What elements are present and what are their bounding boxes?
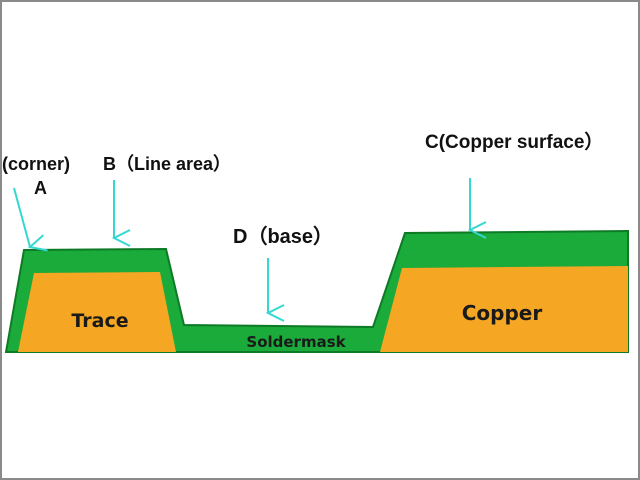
label-corner-letter: A [34,178,47,198]
label-corner: (corner) [2,154,70,174]
label-trace: Trace [71,310,128,332]
label-soldermask: Soldermask [246,333,346,351]
label-base: D（base） [233,225,333,248]
label-line-area: B（Line area） [103,154,231,174]
copper-pad [380,266,628,352]
trace-copper [18,272,176,352]
label-copper-surface: C(Copper surface） [425,130,603,153]
arrow-a-corner [13,187,30,247]
label-copper: Copper [462,301,543,325]
